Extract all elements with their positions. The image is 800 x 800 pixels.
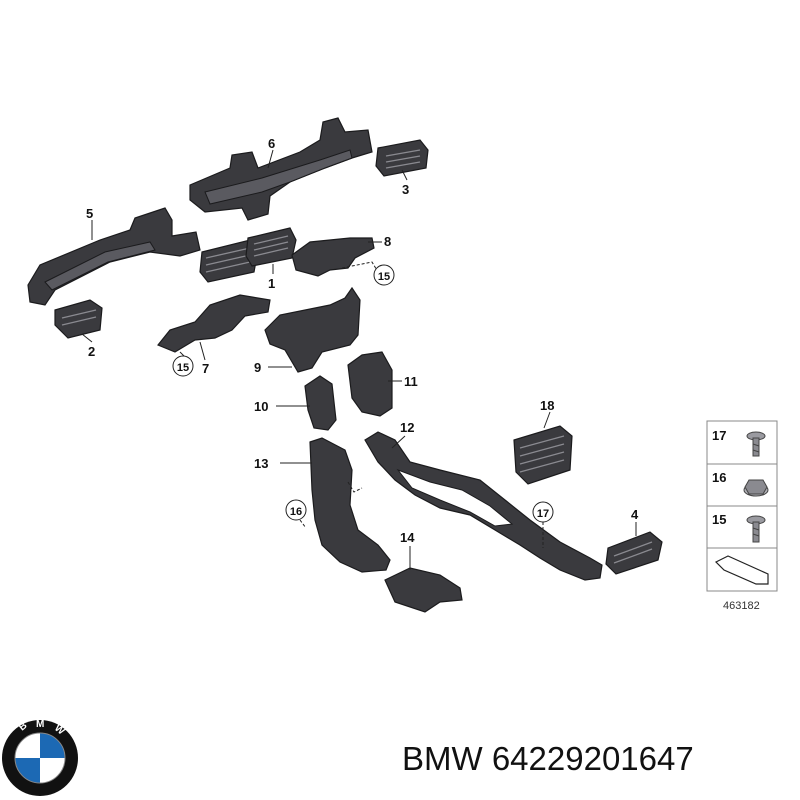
diagram-number: 463182 [723,600,760,612]
part-6-upper-duct [189,117,373,221]
callout-10: 10 [254,399,268,414]
screw-15-icon [746,515,766,543]
callout-5: 5 [86,206,93,221]
part-7-duct [157,294,271,353]
part-14-cover [384,567,463,613]
part-1-center-vent [199,227,297,283]
part-13-duct [309,437,391,573]
circled-callout-15-upper: 15 [373,264,395,286]
callout-18: 18 [540,398,554,413]
circled-callout-15-lower: 15 [172,355,194,377]
svg-text:17: 17 [537,508,549,520]
part-10-duct [304,375,337,431]
callout-1: 1 [268,276,275,291]
callout-4: 4 [631,507,639,522]
bmw-logo: B M W [2,719,78,796]
part-number: 64229201647 [491,740,694,777]
legend-label-16: 16 [712,470,726,485]
svg-text:15: 15 [177,362,189,374]
callout-12: 12 [400,420,414,435]
svg-text:16: 16 [290,506,302,518]
part-8-duct [291,237,375,277]
svg-text:M: M [36,719,44,730]
svg-text:15: 15 [378,271,390,283]
screw-17-icon [746,431,766,457]
callout-8: 8 [384,234,391,249]
legend-label-17: 17 [712,428,726,443]
part-9-duct [264,286,361,373]
part-3-vent [375,139,429,177]
brand-part-number: BMW 64229201647 [402,740,694,778]
callout-2: 2 [88,344,95,359]
callout-11: 11 [404,374,418,389]
callout-9: 9 [254,360,261,375]
circled-callout-17: 17 [532,501,554,523]
nut-16-icon [743,479,769,497]
direction-arrow-icon [714,555,769,585]
part-18-vent [513,425,573,485]
part-4-vent [605,531,663,575]
legend-label-15: 15 [712,512,726,527]
part-5-left-duct [27,207,201,306]
brand-name: BMW [402,740,483,777]
circled-callout-16: 16 [285,499,307,521]
callout-7: 7 [202,361,209,376]
callout-13: 13 [254,456,268,471]
part-2-vent [54,299,103,339]
fastener-legend: 17 16 15 [706,420,778,592]
callout-3: 3 [402,182,409,197]
callout-6: 6 [268,136,275,151]
part-11-duct [347,351,393,417]
callout-14: 14 [400,530,415,545]
